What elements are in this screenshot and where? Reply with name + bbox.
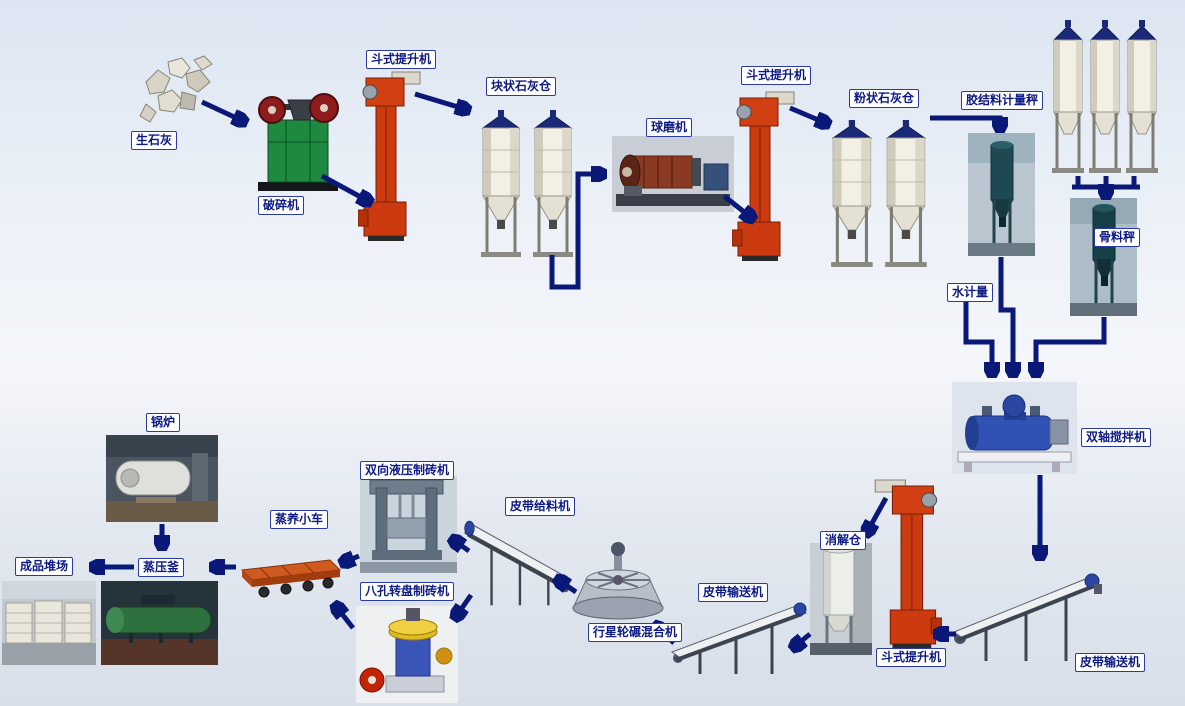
bucket-elevator-image	[358, 70, 423, 242]
label-belt-conveyor-mid: 皮带输送机	[698, 583, 769, 602]
label-ball-mill: 球磨机	[646, 118, 693, 137]
label-planetary-mixer: 行星轮碾混合机	[588, 623, 683, 642]
label-belt-conveyor-right: 皮带输送机	[1075, 653, 1146, 672]
arrow-aggregatescale-mixer	[1036, 317, 1107, 375]
label-crusher: 破碎机	[258, 196, 305, 215]
label-hydraulic-press: 双向液压制砖机	[360, 461, 455, 480]
belt-conveyor-image	[952, 568, 1104, 665]
aggregate-silos-image	[1052, 20, 1160, 178]
label-bucket-elevator-3: 斗式提升机	[876, 648, 947, 667]
label-twin-shaft-mixer: 双轴搅拌机	[1081, 428, 1152, 447]
label-product-yard: 成品堆场	[15, 557, 74, 576]
label-block-lime-silo: 块状石灰仓	[486, 77, 557, 96]
hydraulic-press-image	[360, 476, 457, 573]
label-quicklime: 生石灰	[131, 131, 178, 150]
boiler-image	[106, 435, 218, 522]
label-curing-cart: 蒸养小车	[270, 510, 329, 529]
label-water-meter: 水计量	[947, 283, 994, 302]
arrow-binderscale-mixer	[998, 257, 1013, 375]
arrow-water-mixer	[963, 301, 992, 375]
label-bucket-elevator-1: 斗式提升机	[366, 50, 437, 69]
label-boiler: 锅炉	[146, 413, 181, 432]
curing-cart-image	[238, 546, 345, 603]
binder-scale-image	[968, 133, 1035, 256]
jaw-crusher-image	[252, 86, 344, 194]
digestion-silo-image	[810, 543, 872, 655]
quicklime-rocks-image	[138, 52, 220, 128]
autoclave-image	[101, 581, 218, 665]
label-powder-lime-silo: 粉状石灰仓	[849, 89, 920, 108]
belt-feeder-image	[460, 513, 572, 610]
arrow-powdersilo-binderscale	[930, 115, 1000, 130]
twin-shaft-mixer-image	[952, 382, 1077, 474]
label-autoclave: 蒸压釜	[138, 558, 185, 577]
bucket-elevator-image	[872, 478, 942, 650]
rotary-press-image	[356, 606, 458, 703]
bucket-elevator-image	[732, 90, 797, 262]
product-yard-image	[2, 581, 96, 665]
aggregate-scale-image	[1070, 198, 1137, 316]
label-bucket-elevator-2: 斗式提升机	[741, 66, 812, 85]
ball-mill-image	[612, 136, 734, 212]
powder-lime-silo-image	[828, 120, 934, 272]
label-binder-scale: 胶结料计量秤	[961, 91, 1044, 110]
arrow-rotary-cart	[335, 605, 355, 630]
label-digestion-silo: 消解仓	[820, 531, 867, 550]
label-rotary-press: 八孔转盘制砖机	[360, 582, 455, 601]
label-aggregate-scale: 骨料秤	[1094, 228, 1141, 247]
planetary-mixer-image	[570, 540, 667, 627]
belt-conveyor-image	[670, 596, 812, 678]
block-lime-silo-image	[478, 110, 580, 262]
label-belt-feeder: 皮带给料机	[505, 497, 576, 516]
